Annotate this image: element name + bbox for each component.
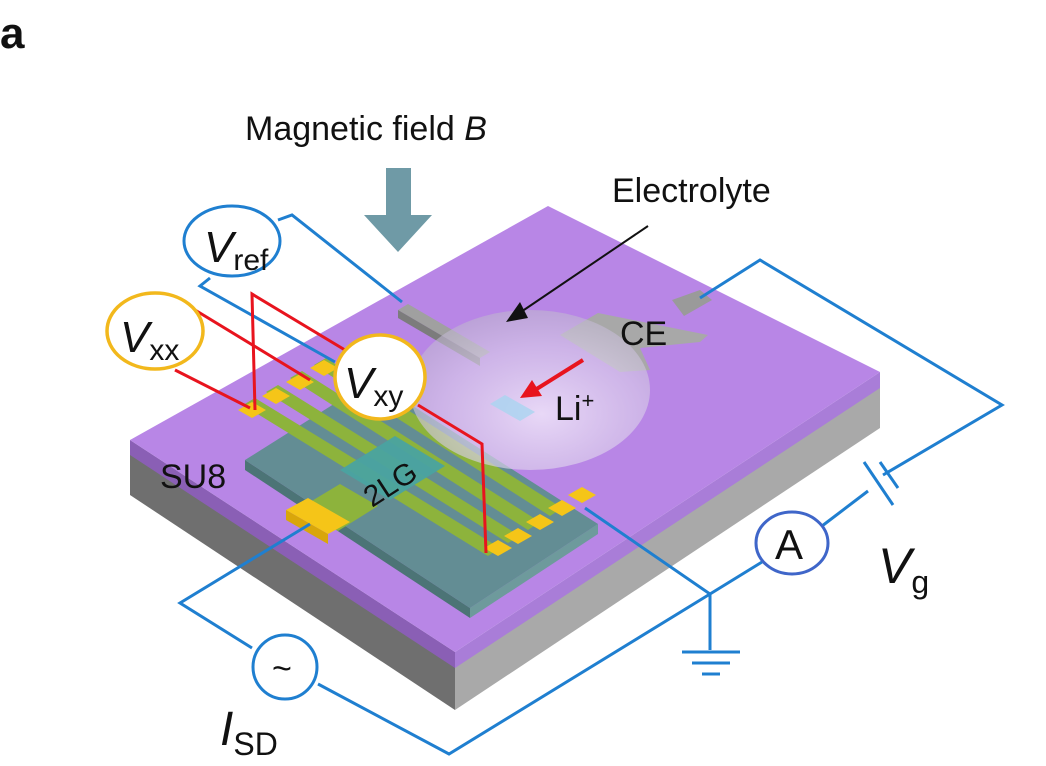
v-xx-label: Vxx bbox=[120, 313, 179, 367]
lithium-ion-text: Li bbox=[555, 390, 581, 428]
su8-layer-side-right bbox=[470, 524, 598, 618]
magnetic-field-label: Magnetic field B bbox=[245, 110, 487, 148]
contact-pad bbox=[526, 514, 554, 530]
oxide-right-edge bbox=[455, 372, 880, 668]
contact-pad bbox=[548, 500, 576, 516]
lithium-ion-label: Li+ bbox=[555, 388, 594, 428]
gate-voltage-main: V bbox=[878, 538, 916, 594]
contact-pad bbox=[504, 528, 532, 544]
lithium-ion-charge: + bbox=[581, 388, 594, 413]
v-ref-main: V bbox=[204, 223, 237, 272]
electrolyte-label: Electrolyte bbox=[612, 172, 771, 210]
ac-source: ~ bbox=[251, 633, 319, 701]
v-xy-label: Vxy bbox=[344, 359, 403, 413]
gate-battery-short-plate bbox=[878, 461, 900, 489]
v-xy-meter: Vxy bbox=[333, 333, 427, 421]
wire-counter-electrode bbox=[699, 258, 1005, 477]
blue-wiring bbox=[177, 213, 1005, 756]
substrate-left-side bbox=[130, 448, 455, 710]
wire-vxy bbox=[417, 403, 488, 554]
wire-vxx-lower bbox=[174, 368, 251, 410]
magnetic-field-arrow-icon bbox=[364, 168, 432, 252]
wire-ammeter-to-ground bbox=[709, 560, 763, 596]
v-xx-circle bbox=[105, 291, 205, 371]
v-xx-main: V bbox=[120, 313, 153, 362]
wire-source-return bbox=[317, 592, 711, 756]
gate-battery-long-plate bbox=[862, 461, 895, 506]
source-drain-current-label: ISD bbox=[220, 703, 278, 762]
v-xx-sub: xx bbox=[149, 334, 179, 367]
gate-voltage-sub: g bbox=[911, 564, 929, 600]
v-ref-meter: Vref bbox=[182, 204, 282, 278]
contact-pad bbox=[262, 388, 290, 404]
ac-source-icon: ~ bbox=[272, 650, 292, 688]
ac-source-circle bbox=[251, 633, 319, 701]
wire-vref-top bbox=[277, 213, 403, 304]
source-drain-main: I bbox=[220, 703, 233, 756]
electrolyte-pointer-arrowhead-icon bbox=[506, 302, 528, 322]
ammeter-circle bbox=[754, 510, 830, 576]
v-xy-sub: xy bbox=[373, 380, 403, 413]
li-ion-direction-arrowhead-icon bbox=[520, 380, 542, 398]
electrolyte-pointer-line bbox=[514, 225, 649, 317]
v-xy-main: V bbox=[344, 359, 377, 408]
ammeter: A bbox=[754, 510, 830, 576]
bilayer-graphene-channel bbox=[340, 436, 445, 500]
ammeter-label: A bbox=[775, 521, 803, 568]
v-xx-meter: Vxx bbox=[105, 291, 205, 371]
source-contact-pad bbox=[286, 498, 350, 534]
gate-voltage-label: Vg bbox=[878, 538, 929, 600]
substrate-right-side bbox=[455, 380, 880, 710]
magnetic-field-text: Magnetic field bbox=[245, 110, 464, 148]
v-xy-circle bbox=[333, 333, 427, 421]
v-ref-label: Vref bbox=[204, 223, 269, 277]
su8-layer bbox=[245, 380, 598, 608]
magnetic-field-symbol: B bbox=[464, 110, 487, 148]
v-ref-circle bbox=[182, 204, 282, 278]
wire-vref-cross bbox=[250, 291, 346, 411]
panel-label: a bbox=[0, 9, 25, 58]
source-drain-sub: SD bbox=[233, 726, 277, 762]
red-wiring bbox=[174, 291, 488, 554]
wire-vref-bottom bbox=[197, 276, 336, 364]
graphene-under-electrolyte bbox=[490, 395, 535, 421]
v-ref-sub: ref bbox=[233, 244, 269, 277]
contact-pad bbox=[568, 487, 596, 503]
contact-pad bbox=[484, 540, 512, 556]
wire-source bbox=[177, 522, 311, 650]
su8-layer-side-left bbox=[245, 460, 470, 618]
oxide-left-edge bbox=[130, 440, 455, 668]
contact-pad bbox=[310, 360, 338, 376]
wire-gate-to-ammeter bbox=[821, 489, 869, 528]
su8-label: SU8 bbox=[160, 458, 226, 496]
li-ion-direction-line bbox=[533, 358, 585, 392]
counter-electrode-label: CE bbox=[620, 315, 667, 353]
